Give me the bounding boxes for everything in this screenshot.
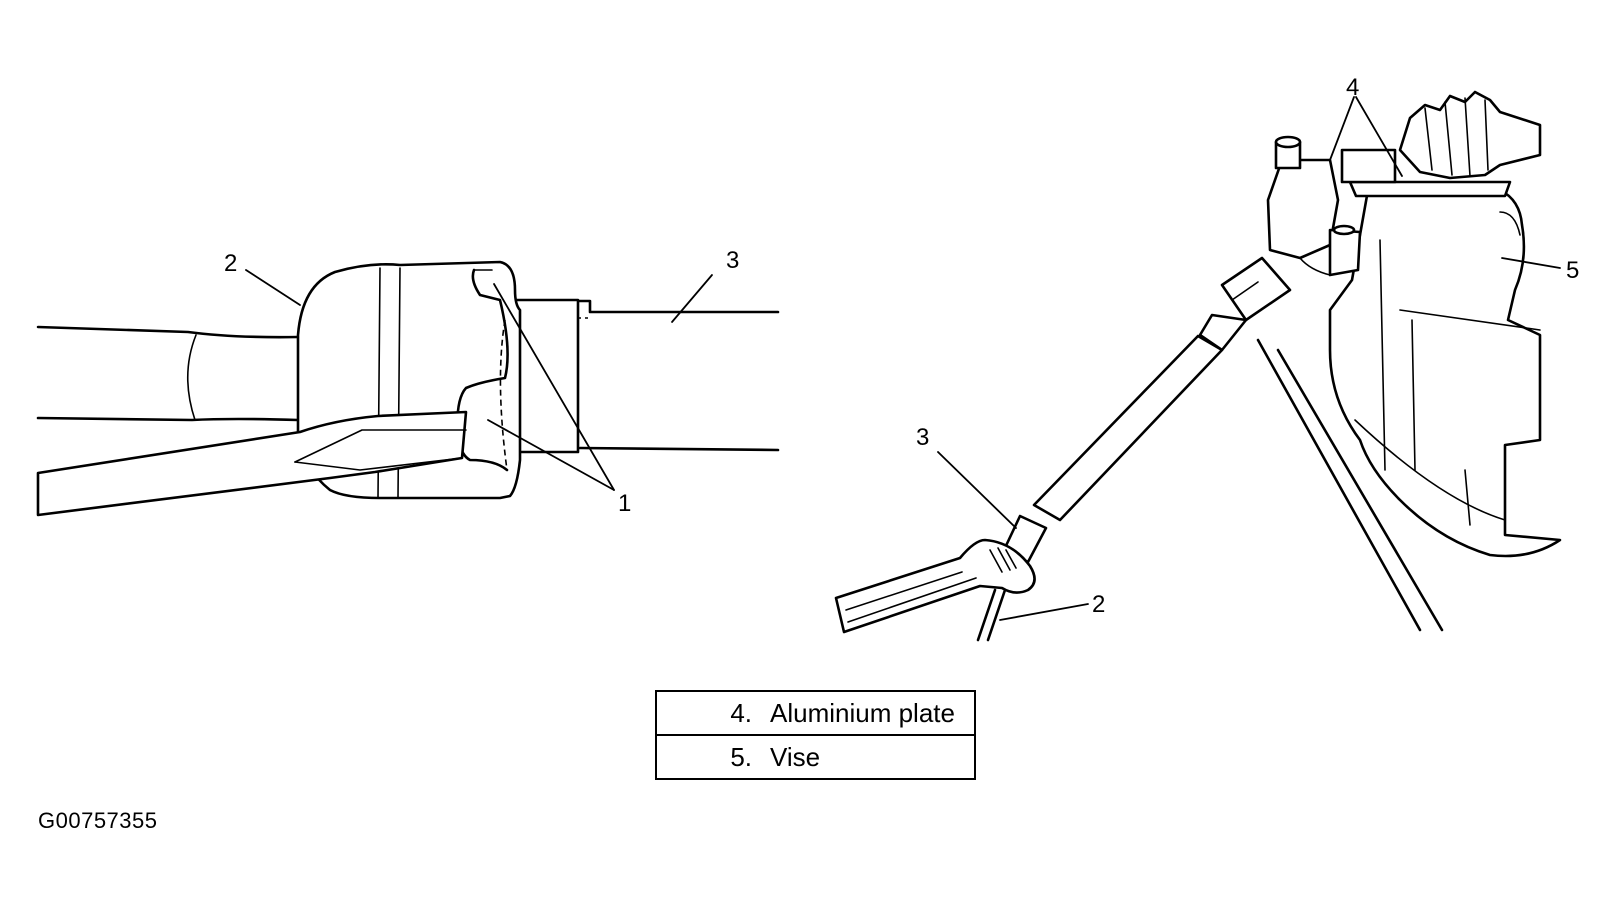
legend-row: 5. Vise	[655, 734, 976, 780]
callout-right-2: 2	[1092, 591, 1105, 618]
legend-table: 4. Aluminium plate 5. Vise	[655, 690, 976, 780]
leader-left-3	[671, 274, 713, 323]
callout-right-3: 3	[916, 424, 929, 451]
leader-right-3	[937, 451, 1017, 529]
legend-label: Aluminium plate	[770, 697, 955, 728]
left-view	[36, 260, 780, 517]
legend-label: Vise	[770, 741, 821, 772]
callout-left-2: 2	[224, 250, 237, 277]
leader-right-4b	[1355, 96, 1403, 177]
right-tie-rod	[1220, 256, 1292, 322]
adjustable-wrench	[834, 538, 1036, 634]
legend-row: 4. Aluminium plate	[655, 690, 976, 736]
callout-left-1: 1	[618, 490, 631, 517]
leader-left-1a	[493, 283, 615, 491]
legend-number: 4.	[730, 697, 752, 728]
leader-left-2	[245, 269, 301, 306]
inner-ball-joint	[510, 298, 580, 454]
aluminium-plate	[1348, 180, 1512, 198]
right-view	[834, 90, 1562, 642]
leader-right-2	[999, 603, 1089, 621]
leader-right-4a	[1329, 96, 1355, 161]
vise	[1328, 188, 1562, 558]
left-wrench	[36, 410, 468, 517]
steering-boot	[1398, 90, 1542, 180]
leader-right-5	[1501, 257, 1561, 269]
legend-number: 5.	[730, 741, 752, 772]
callout-right-5: 5	[1566, 257, 1579, 284]
callout-left-3: 3	[726, 247, 739, 274]
leader-left-1b	[487, 419, 615, 491]
figure-id: G00757355	[38, 808, 158, 833]
tie-rod-shaft	[36, 325, 300, 339]
callout-right-4: 4	[1346, 74, 1359, 101]
